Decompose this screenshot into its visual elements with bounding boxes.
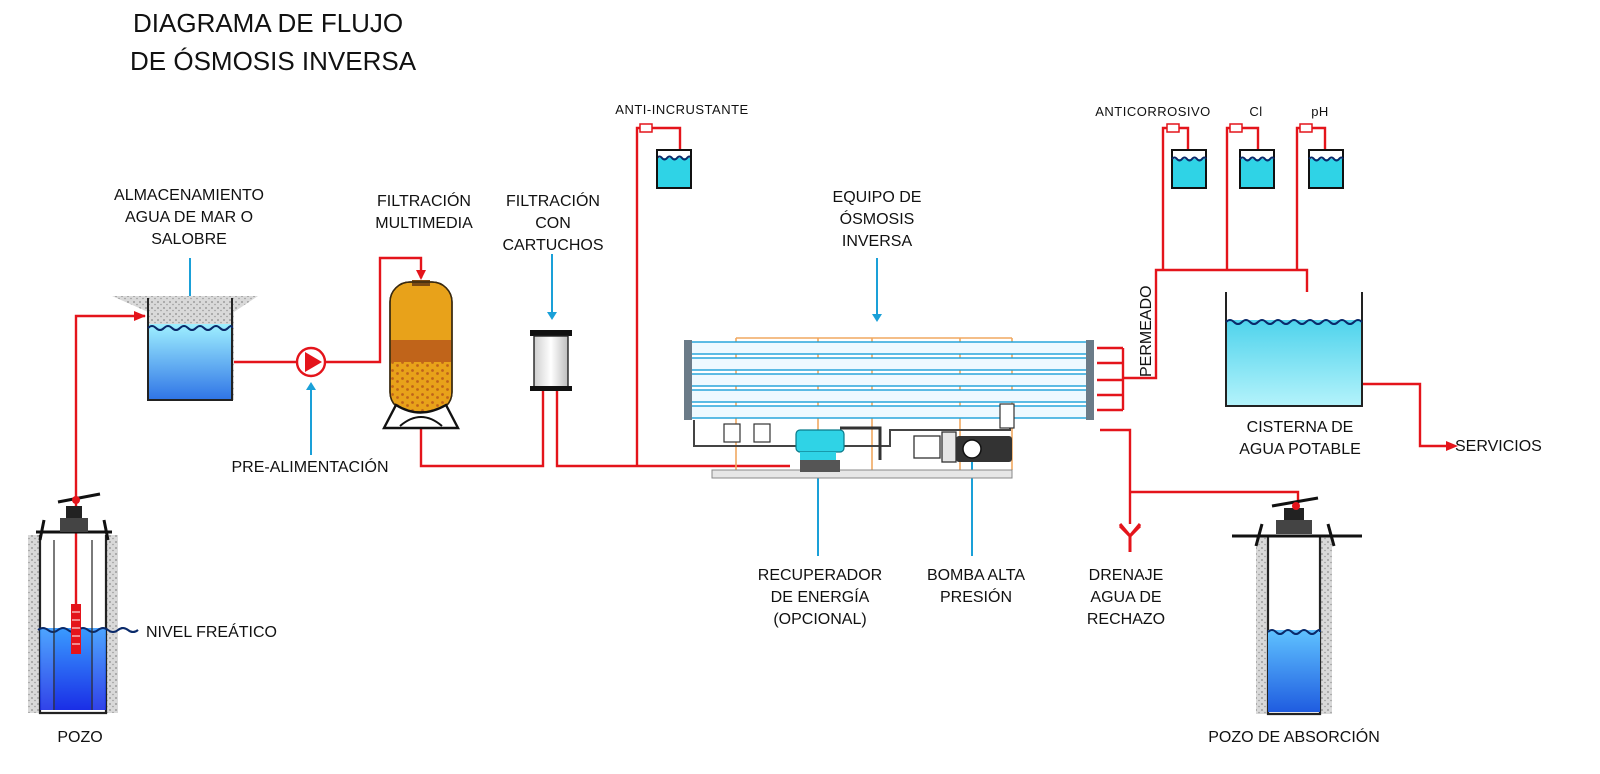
ph-label: pH <box>1311 104 1329 119</box>
drain-label-line3: RECHAZO <box>1087 611 1165 628</box>
drain-label-line2: AGUA DE <box>1090 589 1161 606</box>
services-label: SERVICIOS <box>1455 438 1542 455</box>
energy-recovery-label-line2: DE ENERGÍA <box>771 587 870 606</box>
cartridge-label-line2: CON <box>535 215 571 232</box>
storage-tank <box>112 296 258 401</box>
storage-label-line3: SALOBRE <box>151 231 227 248</box>
ro-unit-label-line2: ÓSMOSIS <box>840 209 915 228</box>
chemical-doser-icon <box>656 149 692 189</box>
well <box>28 492 139 715</box>
water-table-label: NIVEL FREÁTICO <box>146 622 277 641</box>
hp-pump-label-line1: BOMBA ALTA <box>927 567 1025 584</box>
wellhead-icon <box>36 492 112 541</box>
cistern-label-line1: CISTERNA DE <box>1247 419 1354 436</box>
storage-label-line1: ALMACENAMIENTO <box>114 187 264 204</box>
energy-recovery-label-line1: RECUPERADOR <box>758 567 882 584</box>
chlorine-label: Cl <box>1249 104 1262 119</box>
energy-recovery-label-line3: (OPCIONAL) <box>773 611 866 628</box>
chlorine-doser-icon <box>1239 149 1275 189</box>
prefeed-label: PRE-ALIMENTACIÓN <box>231 457 388 476</box>
labels: ALMACENAMIENTO AGUA DE MAR O SALOBRE FIL… <box>57 102 1379 746</box>
diagram-title-line2: DE ÓSMOSIS INVERSA <box>130 46 417 76</box>
wellhead-icon <box>1232 496 1362 547</box>
pump-icon <box>295 346 327 378</box>
cartridge-filter-icon <box>530 330 572 391</box>
ro-skid <box>684 337 1094 479</box>
absorption-well-label: POZO DE ABSORCIÓN <box>1208 727 1380 746</box>
drain-icon <box>1118 523 1142 539</box>
cistern-label-line2: AGUA POTABLE <box>1239 441 1361 458</box>
multimedia-label-line2: MULTIMEDIA <box>375 215 473 232</box>
anticorrosive-doser-icon <box>1171 149 1207 189</box>
drain-label-line1: DRENAJE <box>1089 567 1164 584</box>
multimedia-label-line1: FILTRACIÓN <box>377 191 471 210</box>
ro-unit-label-line1: EQUIPO DE <box>833 189 922 206</box>
cartridge-label-line1: FILTRACIÓN <box>506 191 600 210</box>
permeate-label: PERMEADO <box>1138 285 1155 377</box>
well-label: POZO <box>57 729 102 746</box>
filter-vessel-icon <box>382 280 460 430</box>
cartridge-label-line3: CARTUCHOS <box>502 237 603 254</box>
storage-label-line2: AGUA DE MAR O <box>125 209 253 226</box>
label-leaders <box>185 254 973 556</box>
antiscalant-label: ANTI-INCRUSTANTE <box>615 102 748 117</box>
tank-icon <box>1225 292 1363 407</box>
diagram-title-line1: DIAGRAMA DE FLUJO <box>133 8 403 38</box>
process-pipes <box>74 123 1458 620</box>
ph-doser-icon <box>1308 149 1344 189</box>
anticorrosive-label: ANTICORROSIVO <box>1095 104 1211 119</box>
hp-pump-label-line2: PRESIÓN <box>940 587 1012 606</box>
dosing-tanks <box>1171 149 1344 189</box>
absorption-well <box>1232 496 1362 716</box>
ro-unit-label-line3: INVERSA <box>842 233 913 250</box>
